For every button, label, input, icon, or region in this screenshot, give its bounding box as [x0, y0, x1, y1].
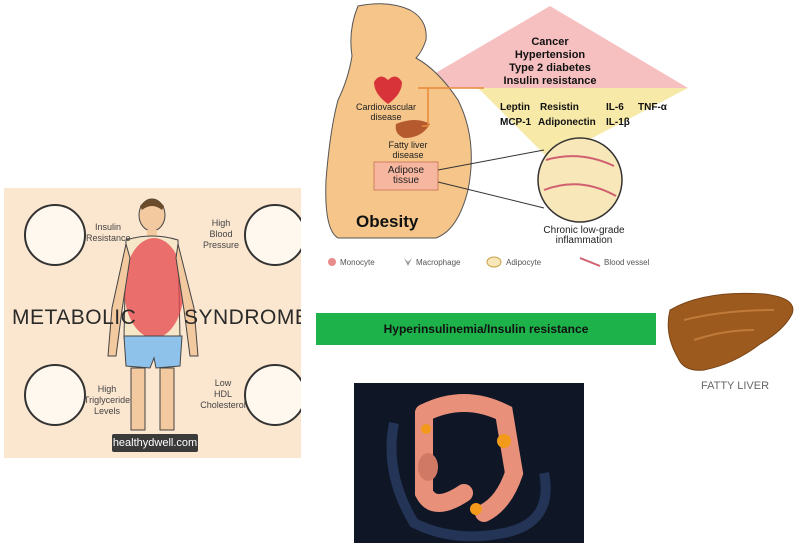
- cytokine-il6: IL-6: [606, 102, 624, 113]
- hyperinsulinemia-label: Hyperinsulinemia/Insulin resistance: [383, 322, 589, 336]
- obesity-illustration: [325, 3, 688, 268]
- hdl-label: Low HDL Cholesterol: [200, 378, 246, 410]
- hyperinsulinemia-bar: Hyperinsulinemia/Insulin resistance: [316, 313, 656, 345]
- cytokine-il1b: IL-1β: [606, 117, 630, 128]
- fatty-liver-label: FATTY LIVER: [700, 380, 770, 392]
- triglyceride-circle: [24, 364, 86, 426]
- cytokine-tnfa: TNF-α: [638, 102, 667, 113]
- cytokine-adiponectin: Adiponectin: [538, 117, 596, 128]
- legend-blood-vessel: Blood vessel: [604, 258, 650, 267]
- triangle-item-insulin-resistance: Insulin resistance: [503, 75, 597, 87]
- fatty-liver-icon: [667, 292, 794, 371]
- metabolic-syndrome-panel: Insulin Resistance High Blood Pressure H…: [4, 188, 301, 458]
- cytokine-leptin: Leptin: [500, 102, 530, 113]
- blood-pressure-label: High Blood Pressure: [202, 218, 239, 250]
- legend-macrophage: Macrophage: [416, 258, 461, 267]
- hdl-circle: [244, 364, 301, 426]
- blood-pressure-circle: [244, 204, 301, 266]
- insulin-resistance-circle: [24, 204, 86, 266]
- adipose-tissue-label: Adipose tissue: [387, 165, 425, 186]
- triangle-item-hypertension: Hypertension: [514, 49, 586, 61]
- cytokine-mcp1: MCP-1: [500, 117, 532, 128]
- obesity-panel: Cancer Hypertension Type 2 diabetes Insu…: [318, 0, 688, 280]
- triangle-item-cancer: Cancer: [531, 36, 569, 48]
- cytokine-resistin: Resistin: [540, 102, 579, 113]
- triglyceride-label: High Triglyceride Levels: [83, 384, 131, 416]
- triangle-item-diabetes: Type 2 diabetes: [509, 62, 591, 74]
- legend-adipocyte: Adipocyte: [506, 258, 542, 267]
- insulin-resistance-label: Insulin Resistance: [86, 222, 131, 243]
- chronic-inflammation-label: Chronic low-grade inflammation: [543, 225, 625, 246]
- obesity-title: Obesity: [356, 212, 419, 231]
- metabolic-word: METABOLIC: [12, 306, 137, 329]
- syndrome-word: SYNDROME: [184, 306, 301, 329]
- cardiovascular-label: Cardiovascular disease: [355, 102, 417, 122]
- fatty-liver-disease-label: Fatty liver disease: [388, 140, 428, 160]
- colon-illustration: [386, 394, 551, 542]
- legend-monocyte: Monocyte: [340, 258, 375, 267]
- watermark: healthydwell.com: [112, 434, 198, 452]
- colon-image: [354, 383, 584, 543]
